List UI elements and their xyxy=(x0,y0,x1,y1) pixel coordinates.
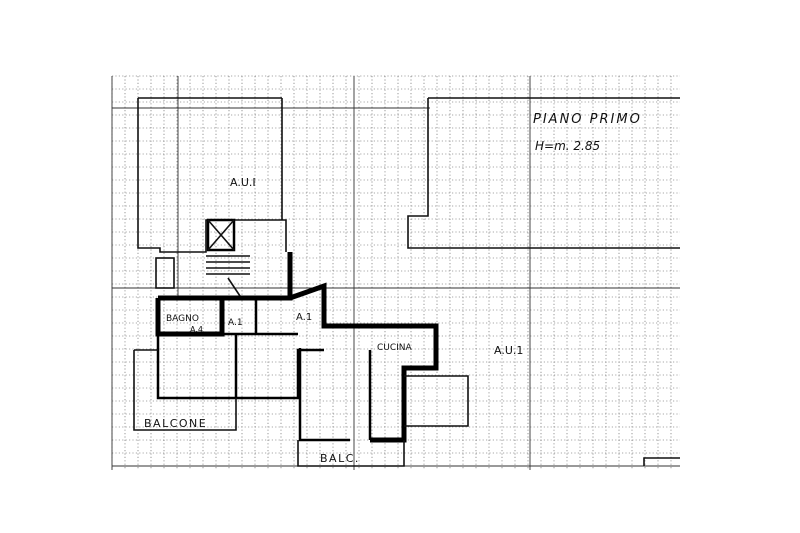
unit-label-north: A.U.I xyxy=(230,176,256,189)
unit-label-east: A.U.1 xyxy=(494,344,523,357)
room-label-a1-small: A.1 xyxy=(228,318,243,328)
stair-core xyxy=(155,218,250,297)
construction-lines xyxy=(111,76,680,470)
room-label-bagno-sub: A.4 xyxy=(190,325,203,334)
balcony-label-balcone: BALCONE xyxy=(144,417,207,430)
apartment-walls xyxy=(155,252,439,443)
balcony-label-balc: BALC. xyxy=(320,452,360,465)
adjacent-unit-east xyxy=(407,97,680,466)
balconies xyxy=(133,349,469,467)
background-grid xyxy=(111,75,680,470)
height-note: H=m. 2.85 xyxy=(535,139,600,153)
adjacent-unit-north xyxy=(137,97,287,253)
room-label-cucina: CUCINA xyxy=(377,343,413,353)
room-label-bagno: BAGNO xyxy=(166,314,199,324)
room-label-a1: A.1 xyxy=(296,312,312,323)
plan-title: PIANO PRIMO xyxy=(533,112,642,127)
